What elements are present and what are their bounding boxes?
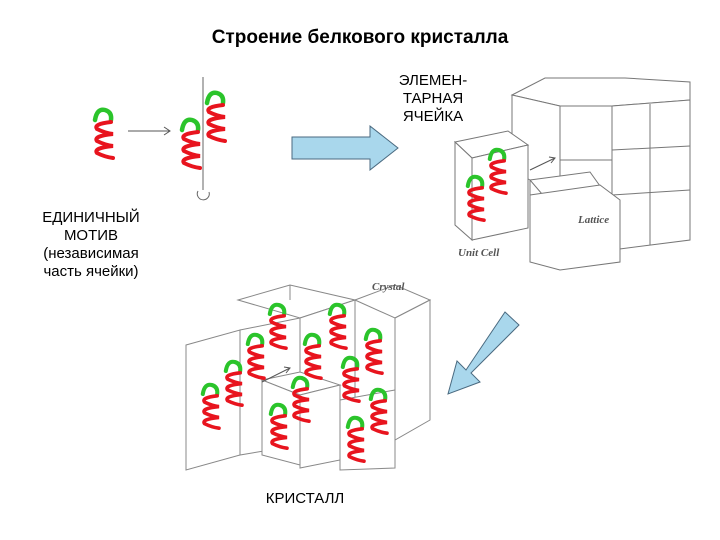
lattice-figure bbox=[510, 77, 691, 271]
helix-coil bbox=[489, 159, 508, 195]
crystal-inner-arrow bbox=[261, 366, 291, 383]
helix-motif bbox=[267, 302, 288, 350]
helix-motif bbox=[268, 402, 289, 450]
helix-cap bbox=[487, 147, 507, 162]
big-arrow-diagonal bbox=[447, 311, 520, 395]
helix-motif bbox=[204, 90, 227, 143]
helix-cap bbox=[223, 359, 243, 374]
helix-motif bbox=[245, 332, 266, 380]
helix-motif bbox=[200, 382, 221, 430]
unit-motif-label-line3: (независимая bbox=[43, 245, 139, 262]
unit-cell-note: Unit Cell bbox=[458, 247, 500, 259]
helix-motif bbox=[223, 359, 244, 407]
helix-cap bbox=[204, 90, 226, 106]
helix-cap bbox=[92, 107, 114, 123]
big-arrow-right bbox=[291, 124, 399, 172]
helix-motif bbox=[368, 387, 389, 435]
diagram-title: Строение белкового кристалла bbox=[211, 27, 509, 48]
unit-cell-inner-arrow bbox=[529, 156, 556, 171]
helix-coil bbox=[342, 367, 361, 403]
helix-motif bbox=[327, 302, 348, 350]
helix-coil bbox=[206, 103, 227, 143]
crystal-label: КРИСТАЛЛ bbox=[265, 490, 345, 507]
helix-cap bbox=[345, 415, 365, 430]
helix-coil bbox=[365, 339, 384, 375]
helix-cap bbox=[200, 382, 220, 397]
helix-motif bbox=[340, 355, 361, 403]
unit-motif-label-line4: часть ячейки) bbox=[43, 263, 139, 280]
helix-coil bbox=[225, 371, 244, 407]
lattice-note: Lattice bbox=[577, 214, 609, 226]
crystal-note: Crystal bbox=[372, 281, 405, 293]
motif-arrow bbox=[128, 126, 171, 136]
elementary-cell-label-line1: ЭЛЕМЕН- bbox=[398, 72, 468, 89]
helix-coil bbox=[247, 344, 266, 380]
helix-motif bbox=[363, 327, 384, 375]
helix-coil bbox=[370, 399, 389, 435]
crystal-figure bbox=[185, 284, 432, 471]
helix-cap bbox=[340, 355, 360, 370]
helix-coil bbox=[329, 314, 348, 350]
helix-cap bbox=[179, 117, 201, 133]
helix-cap bbox=[268, 402, 288, 417]
helix-motif bbox=[290, 375, 311, 423]
elementary-cell-label-line3: ЯЧЕЙКА bbox=[402, 108, 464, 125]
helix-cap bbox=[302, 332, 322, 347]
helix-motif bbox=[92, 107, 115, 160]
helix-coil bbox=[270, 414, 289, 450]
helix-cap bbox=[267, 302, 287, 317]
helix-coil bbox=[467, 186, 486, 222]
helix-cap bbox=[465, 174, 485, 189]
helix-cap bbox=[290, 375, 310, 390]
helix-group bbox=[92, 90, 508, 463]
helix-cap bbox=[363, 327, 383, 342]
unit-motif-label-line2: МОТИВ bbox=[63, 227, 119, 244]
helix-cap bbox=[245, 332, 265, 347]
helix-motif bbox=[345, 415, 366, 463]
helix-motif bbox=[302, 332, 323, 380]
elementary-cell-label-line2: ТАРНАЯ bbox=[402, 90, 464, 107]
helix-cap bbox=[368, 387, 388, 402]
helix-coil bbox=[94, 120, 115, 160]
unit-motif-label: ЕДИНИЧНЫЙ МОТИВ (независимая часть ячейк… bbox=[16, 209, 166, 281]
helix-motif bbox=[487, 147, 508, 195]
unit-motif-label-line1: ЕДИНИЧНЫЙ bbox=[42, 209, 140, 226]
helix-coil bbox=[202, 394, 221, 430]
helix-coil bbox=[292, 387, 311, 423]
helix-coil bbox=[269, 314, 288, 350]
helix-motif bbox=[179, 117, 202, 170]
helix-coil bbox=[181, 130, 202, 170]
helix-coil bbox=[347, 427, 366, 463]
helix-cap bbox=[327, 302, 347, 317]
elementary-cell-label: ЭЛЕМЕН- ТАРНАЯ ЯЧЕЙКА bbox=[383, 72, 483, 126]
helix-coil bbox=[304, 344, 323, 380]
symmetry-axis bbox=[196, 77, 210, 201]
helix-motif bbox=[465, 174, 486, 222]
